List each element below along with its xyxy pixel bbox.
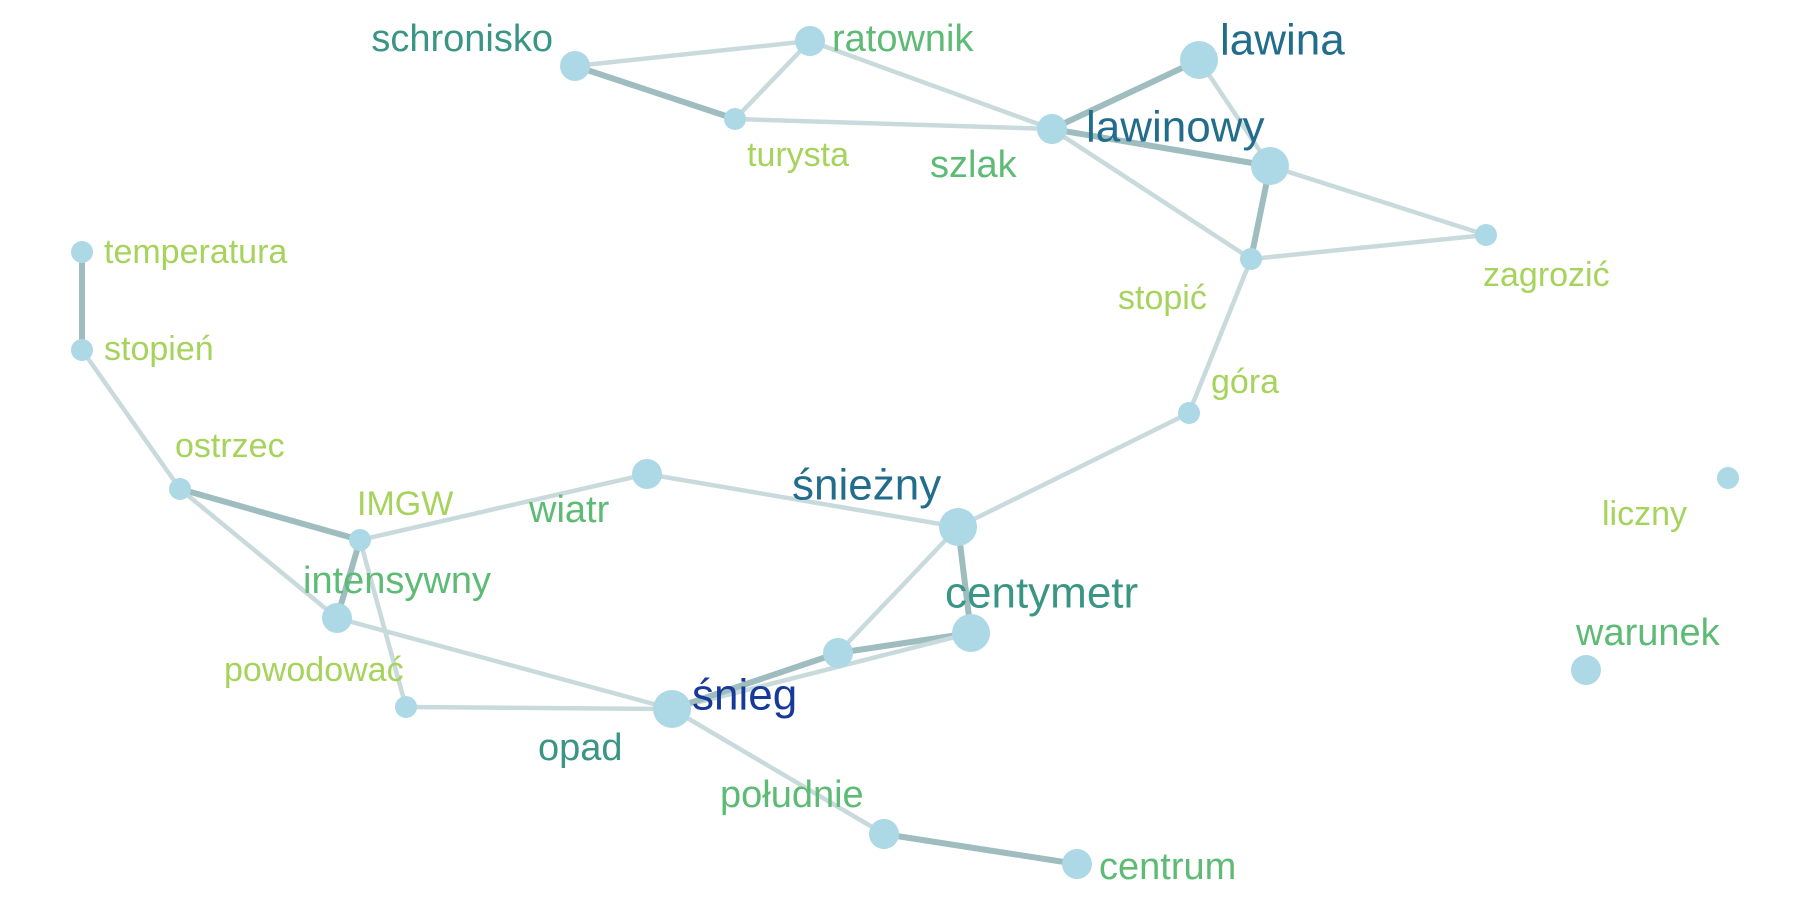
edge-snieznny-opad xyxy=(835,524,961,656)
node-label-snieznny: śnieżny xyxy=(792,461,941,510)
edge-turysta-szlak xyxy=(732,116,1055,132)
node-warunek[interactable] xyxy=(1571,655,1601,685)
edge-ratownik-turysta xyxy=(732,38,813,122)
node-gora[interactable] xyxy=(1178,402,1200,424)
node-label-centrum: centrum xyxy=(1099,846,1236,888)
node-label-powodowac: powodować xyxy=(224,651,404,689)
edge-snieg-poludnie xyxy=(669,706,887,837)
edge-lawina-lawinowy xyxy=(1196,57,1273,169)
node-szlak[interactable] xyxy=(1037,114,1067,144)
node-label-ratownik: ratownik xyxy=(832,18,974,60)
node-label-szlak: szlak xyxy=(930,144,1018,186)
node-label-wiatr: wiatr xyxy=(528,489,610,531)
node-ostrzec[interactable] xyxy=(169,478,191,500)
edge-ostrzec-intensywny xyxy=(177,486,340,621)
node-opad[interactable] xyxy=(823,638,853,668)
node-poludnie[interactable] xyxy=(869,819,899,849)
edge-gora-snieznny xyxy=(955,410,1192,530)
edge-snieg-opad xyxy=(669,650,841,712)
nodes-layer xyxy=(71,26,1739,879)
edge-szlak-lawina xyxy=(1049,57,1202,132)
node-schronisko[interactable] xyxy=(560,51,590,81)
edge-stopien-ostrzec xyxy=(79,347,183,492)
node-snieznny[interactable] xyxy=(939,508,977,546)
node-lawina[interactable] xyxy=(1180,41,1218,79)
edge-lawinowy-zagrozic xyxy=(1267,163,1489,238)
edge-szlak-lawinowy xyxy=(1049,126,1273,169)
node-label-lawina: lawina xyxy=(1220,16,1345,65)
node-lawinowy[interactable] xyxy=(1251,147,1289,185)
node-label-stopien: stopień xyxy=(104,330,214,368)
edge-imgw-wiatr xyxy=(357,471,650,543)
node-label-snieg: śnieg xyxy=(692,671,797,720)
edge-imgw-powodowac xyxy=(357,537,409,710)
node-label-temperatura: temperatura xyxy=(104,233,287,271)
edge-wiatr-snieznny xyxy=(644,471,961,530)
node-liczny[interactable] xyxy=(1717,467,1739,489)
edge-snieg-centymetr xyxy=(669,630,974,712)
edge-stopic-gora xyxy=(1186,256,1254,416)
node-imgw[interactable] xyxy=(349,529,371,551)
edge-szlak-stopic xyxy=(1049,126,1254,262)
node-centymetr[interactable] xyxy=(952,614,990,652)
node-label-opad: opad xyxy=(538,727,623,769)
edge-stopic-zagrozic xyxy=(1248,232,1489,262)
node-wiatr[interactable] xyxy=(632,459,662,489)
node-label-turysta: turysta xyxy=(747,136,849,174)
node-label-zagrozic: zagrozić xyxy=(1483,256,1610,294)
node-snieg[interactable] xyxy=(653,690,691,728)
node-ratownik[interactable] xyxy=(795,26,825,56)
labels-layer: schronisko ratownik lawina turysta szlak lawi… xyxy=(104,16,1721,888)
node-centrum[interactable] xyxy=(1062,849,1092,879)
node-label-liczny: liczny xyxy=(1602,495,1687,533)
node-label-intensywny: intensywny xyxy=(303,560,491,602)
node-label-lawinowy: lawinowy xyxy=(1086,103,1265,152)
node-stopic[interactable] xyxy=(1240,248,1262,270)
edge-powodowac-snieg xyxy=(403,704,675,712)
node-temperatura[interactable] xyxy=(71,241,93,263)
edge-schronisko-ratownik xyxy=(572,38,813,69)
node-turysta[interactable] xyxy=(724,108,746,130)
node-label-schronisko: schronisko xyxy=(371,18,553,60)
node-label-stopic: stopić xyxy=(1118,279,1207,317)
node-powodowac[interactable] xyxy=(395,696,417,718)
edge-ratownik-szlak xyxy=(807,38,1055,132)
node-label-imgw: IMGW xyxy=(357,485,453,523)
node-stopien[interactable] xyxy=(71,339,93,361)
edge-ostrzec-imgw xyxy=(177,486,363,543)
edge-intensywny-snieg xyxy=(334,615,675,712)
node-intensywny[interactable] xyxy=(322,603,352,633)
node-label-ostrzec: ostrzec xyxy=(175,427,285,465)
edge-poludnie-centrum xyxy=(881,831,1080,867)
node-label-poludnie: południe xyxy=(720,774,864,816)
node-label-centymetr: centymetr xyxy=(945,569,1138,618)
node-zagrozic[interactable] xyxy=(1475,224,1497,246)
node-label-warunek: warunek xyxy=(1575,612,1721,654)
edge-schronisko-turysta xyxy=(572,63,738,122)
node-label-gora: góra xyxy=(1211,363,1279,401)
